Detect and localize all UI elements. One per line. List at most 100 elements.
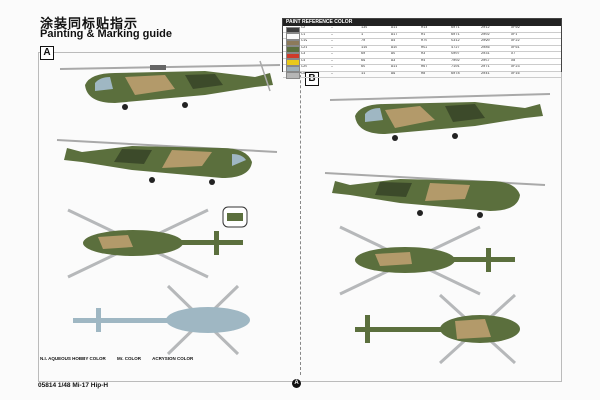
paint-cell: XF23 <box>511 65 520 69</box>
paint-cell: 5007 <box>451 52 460 56</box>
heli-a-side-left <box>59 60 281 110</box>
paint-cell: C8 <box>301 71 306 76</box>
paint-swatch <box>286 59 300 66</box>
heli-b-bottom <box>355 293 520 365</box>
paint-swatch <box>286 33 300 40</box>
paint-swatch <box>286 52 300 59</box>
paint-row: C3 — 60 A5 H3 5007 2031 X7 <box>283 52 561 59</box>
paint-swatch <box>286 65 300 72</box>
paint-cell: 2031 <box>481 52 490 56</box>
page-marker: A <box>292 379 301 388</box>
paint-cell: 2057 <box>481 58 490 63</box>
paint-cell: 136 <box>361 26 368 30</box>
paint-row: C20 — 65 A11 H67 7101 2071 XF23 <box>283 65 561 72</box>
heli-b-side-right <box>324 172 546 218</box>
paint-swatch <box>286 26 300 33</box>
paint-cell: — <box>331 65 334 69</box>
paint-cell: 2090 <box>481 39 490 43</box>
panel-tag-a: A <box>40 46 54 60</box>
detail-inset-a <box>222 206 248 228</box>
paint-swatch <box>286 72 300 79</box>
paint-cell: C4 <box>301 58 306 63</box>
paint-row: C8 — 11 A9 H8 6078 2041 XF16 <box>283 72 561 79</box>
legend-mr-color: Mr. COLOR <box>117 356 142 361</box>
paint-row: C1 — 1 A17 H1 6071 2002 XF1 <box>283 33 561 40</box>
paint-cell: C20 <box>301 65 308 69</box>
paint-cell: 6071 <box>451 26 460 30</box>
title-chinese: 涂装同标贴指示 <box>40 17 139 32</box>
heli-a-side-right <box>56 139 278 185</box>
paint-cell: 116 <box>361 45 368 50</box>
paint-cell: — <box>331 32 334 37</box>
legend-acrysion: ACRYSION COLOR <box>152 356 194 361</box>
paint-cell: XF61 <box>511 45 520 50</box>
paint-cell: 69 <box>361 58 366 63</box>
paint-swatch <box>286 46 300 53</box>
paint-cell: H70 <box>421 39 428 43</box>
paint-cell: 2012 <box>481 26 490 30</box>
paint-cell: — <box>331 52 334 56</box>
paint-cell: — <box>331 71 334 76</box>
paint-cell: — <box>331 26 334 30</box>
paint-reference-title: PAINT REFERENCE COLOR <box>283 19 561 26</box>
paint-cell: 2041 <box>481 71 490 76</box>
paint-cell: H52 <box>421 45 428 50</box>
paint-cell: A11 <box>391 65 398 69</box>
paint-cell: A11 <box>391 26 398 30</box>
paint-cell: X8 <box>511 58 516 63</box>
paint-legend: N.I. AQUEOUS HOBBY COLOR Mr. COLOR ACRYS… <box>40 356 203 361</box>
paint-cell: A10 <box>391 45 398 50</box>
paint-cell: — <box>331 45 334 50</box>
paint-cell: 1 <box>361 32 364 37</box>
paint-swatch <box>286 39 300 46</box>
heli-b-side-left <box>329 93 551 141</box>
paint-cell: 70 <box>361 39 366 43</box>
paint-cell: 2071 <box>481 65 490 69</box>
paint-cell: C2 <box>301 26 306 30</box>
paint-cell: X7 <box>511 52 516 56</box>
paint-cell: XF1 <box>511 32 518 37</box>
paint-cell: A17 <box>391 32 398 37</box>
paint-cell: 11 <box>361 71 366 76</box>
paint-cell: H14 <box>421 26 428 30</box>
paint-cell: XF16 <box>511 71 520 76</box>
heli-a-top <box>67 208 243 279</box>
paint-cell: C3 <box>301 52 306 56</box>
paint-cell: 2086 <box>481 45 490 50</box>
paint-cell: H8 <box>421 71 426 76</box>
paint-cell: 65 <box>361 65 366 69</box>
paint-cell: C19 <box>301 39 308 43</box>
title-english: Painting & Marking guide <box>40 28 173 40</box>
paint-cell: A4 <box>391 39 396 43</box>
panel-tag-b: B <box>305 72 319 86</box>
paint-cell: H3 <box>421 52 426 56</box>
paint-cell: — <box>331 58 334 63</box>
paint-row: C2 — 136 A11 H14 6071 2012 XF69 <box>283 26 561 33</box>
paint-cell: 6071 <box>451 32 460 37</box>
kit-footer: 05814 1/48 Mi-17 Hip-H <box>38 382 109 389</box>
paint-cell: 2002 <box>481 32 490 37</box>
paint-cell: A9 <box>391 71 396 76</box>
paint-cell: A3 <box>391 58 396 63</box>
paint-cell: 6078 <box>451 71 460 76</box>
paint-cell: A5 <box>391 52 396 56</box>
heli-b-top <box>339 225 515 296</box>
paint-cell: 5312 <box>451 39 460 43</box>
paint-cell: H67 <box>421 65 428 69</box>
paint-cell: 7002 <box>451 58 460 63</box>
paint-cell: XF69 <box>511 26 520 30</box>
paint-cell: H1 <box>421 32 426 37</box>
heli-a-bottom <box>73 284 250 356</box>
legend-aqueous: N.I. AQUEOUS HOBBY COLOR <box>40 356 106 361</box>
paint-cell: C21 <box>301 45 308 50</box>
paint-cell: 60 <box>361 52 366 56</box>
paint-cell: 7101 <box>451 65 460 69</box>
paint-cell: C1 <box>301 32 306 37</box>
paint-cell: — <box>331 39 334 43</box>
